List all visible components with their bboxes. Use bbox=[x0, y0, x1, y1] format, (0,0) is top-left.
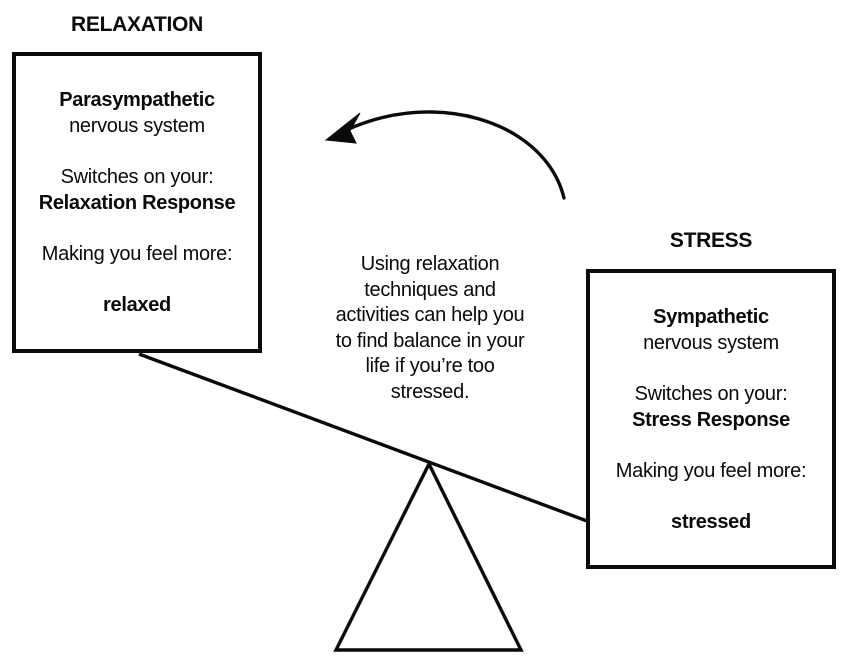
center-note-line: to find balance in your bbox=[335, 329, 525, 352]
relaxation-system-lines: Parasympathetic nervous system bbox=[16, 87, 258, 139]
fulcrum-triangle bbox=[333, 460, 524, 652]
relaxation-feel-label: Making you feel more: bbox=[41, 243, 233, 265]
stress-box: Sympathetic nervous system Switches on y… bbox=[586, 269, 836, 569]
stress-feel-label: Making you feel more: bbox=[615, 460, 807, 482]
center-note: Using relaxation techniques and activiti… bbox=[318, 252, 542, 405]
stress-response-name: Stress Response bbox=[632, 409, 790, 431]
relaxation-box: Parasympathetic nervous system Switches … bbox=[12, 52, 262, 353]
stress-system-lines: Sympathetic nervous system bbox=[590, 304, 832, 356]
curved-arrow bbox=[349, 110, 566, 200]
stress-feeling: stressed bbox=[671, 511, 751, 533]
relaxation-switch-label: Switches on your: bbox=[60, 166, 214, 188]
stress-switch-label: Switches on your: bbox=[634, 383, 788, 405]
center-note-line: techniques and bbox=[364, 278, 496, 301]
relaxation-system-suffix: nervous system bbox=[69, 115, 205, 137]
relaxation-response-lines: Switches on your: Relaxation Response bbox=[16, 164, 258, 216]
center-note-line: stressed. bbox=[390, 380, 470, 403]
center-note-line: activities can help you bbox=[335, 304, 525, 326]
relaxation-response-name: Relaxation Response bbox=[38, 192, 236, 214]
relaxation-feeling: relaxed bbox=[103, 294, 171, 316]
center-note-line: life if you’re too bbox=[365, 355, 495, 377]
relaxation-heading: RELAXATION bbox=[71, 13, 203, 36]
stress-response-lines: Switches on your: Stress Response bbox=[590, 381, 832, 433]
center-note-line: Using relaxation bbox=[360, 253, 500, 275]
relaxation-system-name: Parasympathetic bbox=[59, 89, 215, 111]
curved-arrow-head-icon bbox=[324, 112, 361, 144]
stress-system-suffix: nervous system bbox=[643, 332, 779, 354]
stress-system-name: Sympathetic bbox=[653, 306, 769, 328]
stress-heading: STRESS bbox=[669, 229, 753, 252]
